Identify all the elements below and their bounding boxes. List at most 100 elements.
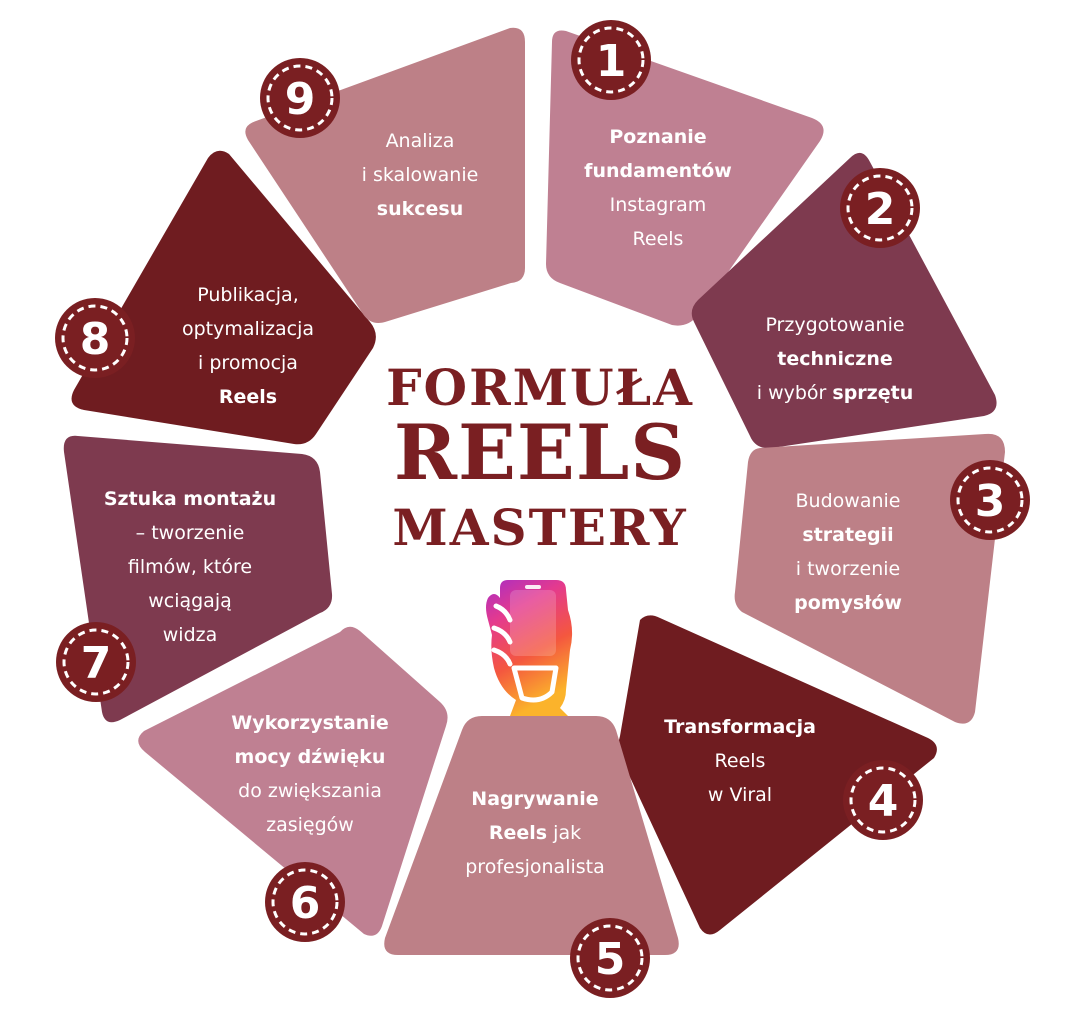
badge-8: 8 (55, 298, 135, 378)
segment-3-label: Budowanie strategii i tworzenie pomysłów (748, 484, 948, 620)
segment-2-line: i wybór sprzętu (730, 376, 940, 410)
segment-4-line: Transformacja (650, 710, 830, 744)
segment-3-line: Budowanie (748, 484, 948, 518)
segment-9-text: i skalowanie (361, 164, 479, 186)
segment-5-text: profesjonalista (465, 856, 605, 878)
segment-1-line: fundamentów (558, 154, 758, 188)
segment-8-line: optymalizacja (148, 312, 348, 346)
segment-5-line: Reels jak (430, 816, 640, 850)
badge-9: 9 (260, 58, 340, 138)
segment-2-text: sprzętu (832, 382, 914, 404)
segment-7-label: Sztuka montażu – tworzenie filmów, które wc… (80, 482, 300, 652)
segment-2-line: techniczne (730, 342, 940, 376)
segment-6-text: do zwiększania (238, 780, 382, 802)
segment-7-line: filmów, które (80, 550, 300, 584)
segment-5-text: Reels (488, 822, 548, 844)
segment-6-label: Wykorzystanie mocy dźwięku do zwiększania z… (205, 706, 415, 842)
segment-7-line: Sztuka montażu (80, 482, 300, 516)
segment-7-text: Sztuka montażu (103, 488, 277, 510)
segment-7-text: widza (162, 624, 218, 646)
badge-7: 7 (56, 622, 136, 702)
badge-7-number: 7 (81, 638, 112, 689)
segment-9-line: sukcesu (320, 192, 520, 226)
segment-3-text: strategii (802, 524, 894, 546)
segment-7-text: filmów, które (127, 556, 253, 578)
segment-1-line: Poznanie (558, 120, 758, 154)
segment-1-text: fundamentów (584, 160, 732, 182)
badge-2: 2 (840, 168, 920, 248)
badge-1-number: 1 (596, 36, 627, 87)
segment-3-text: pomysłów (794, 592, 902, 614)
segment-1-text: Reels (632, 228, 684, 250)
segment-1-line: Instagram (558, 188, 758, 222)
segment-5-line: Nagrywanie (430, 782, 640, 816)
segment-3-line: pomysłów (748, 586, 948, 620)
segment-6-line: zasięgów (205, 808, 415, 842)
segment-4-text: Reels (714, 750, 766, 772)
title-line-1: FORMUŁA (386, 358, 694, 417)
segment-5-line: profesjonalista (430, 850, 640, 884)
title-line-3: MASTERY (392, 498, 688, 557)
segment-1-shape (546, 30, 824, 326)
segment-4-line: Reels (650, 744, 830, 778)
segment-7-text: – tworzenie (135, 522, 245, 544)
segment-8-text: Reels (218, 386, 278, 408)
badge-5-number: 5 (595, 934, 626, 985)
badge-3-number: 3 (975, 476, 1006, 527)
badge-9-number: 9 (285, 74, 316, 125)
segment-9-line: Analiza (320, 124, 520, 158)
segment-9-line: i skalowanie (320, 158, 520, 192)
segment-3-line: i tworzenie (748, 552, 948, 586)
segment-5-text: Nagrywanie (471, 788, 599, 810)
segment-8-line: i promocja (148, 346, 348, 380)
badge-6: 6 (265, 862, 345, 942)
segment-2-text: Przygotowanie (765, 314, 905, 336)
badge-2-number: 2 (865, 184, 896, 235)
badge-6-number: 6 (290, 878, 321, 929)
segment-6-line: Wykorzystanie (205, 706, 415, 740)
segment-4-line: w Viral (650, 778, 830, 812)
badge-5: 5 (570, 918, 650, 998)
segment-8-line: Publikacja, (148, 278, 348, 312)
segment-3-text: i tworzenie (795, 558, 901, 580)
segment-3-shape (734, 433, 1005, 724)
segment-8-text: i promocja (198, 352, 298, 374)
segment-7-line: – tworzenie (80, 516, 300, 550)
badge-4-number: 4 (868, 776, 899, 827)
segment-2-text: techniczne (777, 348, 893, 370)
segment-1-text: Poznanie (609, 126, 707, 148)
segment-6-line: do zwiększania (205, 774, 415, 808)
segment-9-text: sukcesu (376, 198, 464, 220)
segment-1-text: Instagram (609, 194, 707, 216)
badge-1: 1 (571, 20, 651, 100)
segment-8-text: Publikacja, (197, 284, 299, 306)
segment-3-text: Budowanie (795, 490, 901, 512)
badge-3: 3 (950, 460, 1030, 540)
segment-8-line: Reels (148, 380, 348, 414)
segment-6-text: Wykorzystanie (231, 712, 389, 734)
segment-1-line: Reels (558, 222, 758, 256)
segment-5-shape (384, 716, 679, 955)
segment-4-text: Transformacja (664, 716, 816, 738)
segment-3-line: strategii (748, 518, 948, 552)
badge-4: 4 (843, 760, 923, 840)
segment-7-line: wciągają (80, 584, 300, 618)
badge-8-number: 8 (80, 314, 111, 365)
segment-4-shape (618, 615, 937, 935)
segment-6-line: mocy dźwięku (205, 740, 415, 774)
segment-2-shape (691, 152, 997, 449)
segment-7-line: widza (80, 618, 300, 652)
hand-holding-phone-icon (486, 580, 573, 716)
segment-8-shape (71, 150, 376, 445)
segment-5-text: jak (547, 822, 582, 844)
segment-7-text: wciągają (148, 590, 232, 612)
segment-4-text: w Viral (707, 784, 773, 806)
segment-6-shape (138, 626, 448, 936)
segment-9-label: Analiza i skalowanie sukcesu (320, 124, 520, 226)
